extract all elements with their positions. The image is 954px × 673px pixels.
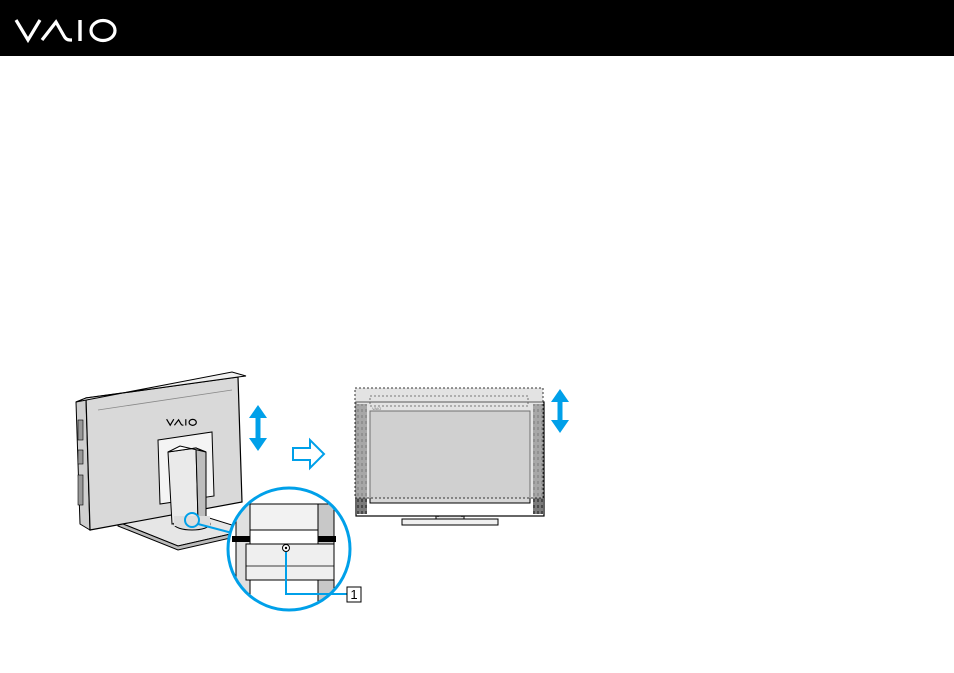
next-step-arrow-icon: [293, 440, 324, 468]
callout-label: 1: [350, 587, 357, 602]
computer-rear-view: [76, 372, 248, 550]
callout-1: 1: [347, 587, 361, 602]
height-adjust-arrow-icon: [551, 389, 569, 433]
height-adjust-arrow-icon: [249, 405, 267, 451]
monitor-front-view: VAIO: [355, 388, 544, 525]
